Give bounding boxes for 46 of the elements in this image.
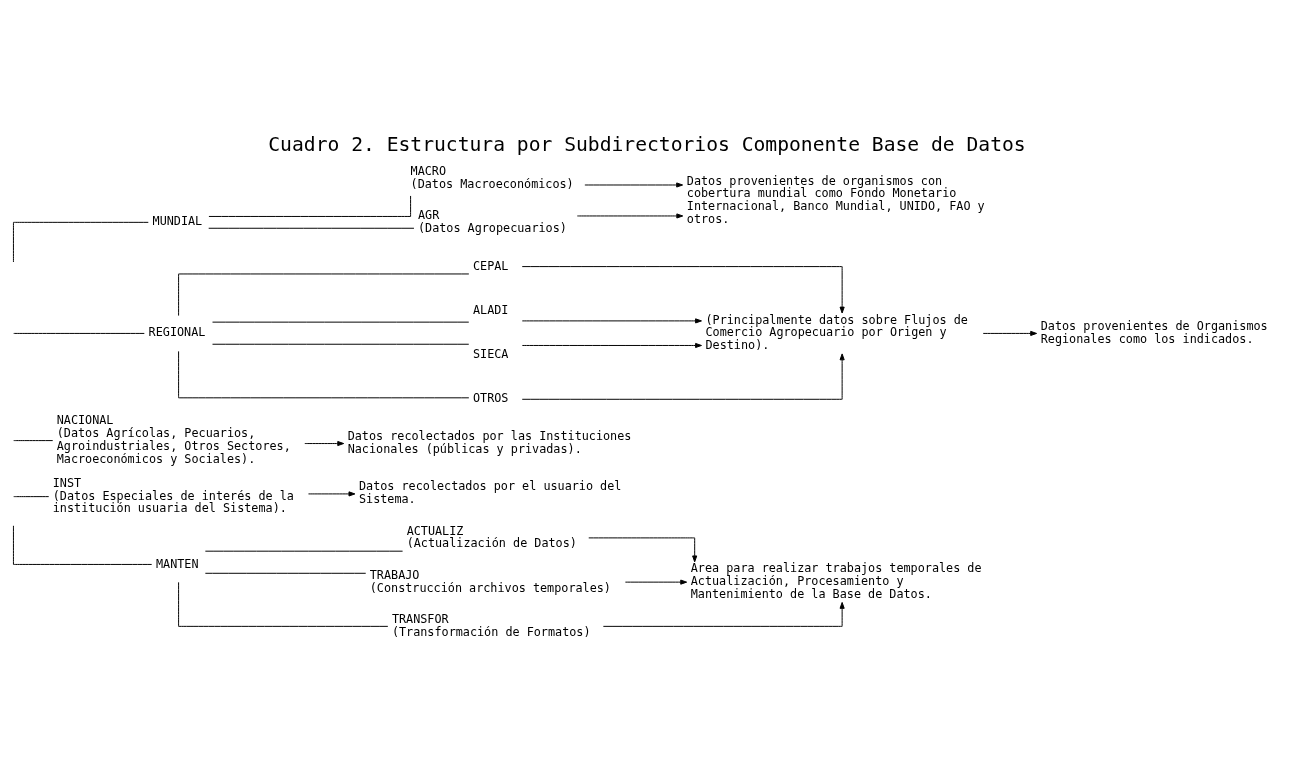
diagram-title: Cuadro 2. Estructura por Subdirectorios Componente Base de Datos: [268, 132, 1026, 156]
connector: [178, 581, 389, 627]
arrow: [588, 537, 698, 563]
arrow: [521, 342, 702, 349]
node-text: (Principalmente datos sobre Flujos de Comercio Agropecuario por Origen y Destino).: [705, 312, 968, 353]
arrow: [584, 182, 684, 188]
arrow: [624, 579, 688, 585]
arrow: [521, 318, 702, 324]
connector: [208, 195, 412, 217]
node-text: MANTEN: [155, 556, 199, 571]
node-text: ACTUALIZ (Actualización de Datos): [406, 523, 577, 551]
node-text: TRANSFOR (Transformación de Formatos): [391, 612, 591, 639]
connector: [178, 350, 470, 399]
node-text: Datos recolectados por el usuario del Sistema.: [358, 479, 622, 507]
node-text: SIECA: [473, 347, 509, 362]
arrow: [576, 213, 684, 219]
connector: [13, 496, 50, 498]
node-text: ALADI: [473, 302, 509, 317]
connector: [13, 332, 145, 334]
node-text: NACIONAL (Datos Agrícolas, Pecuarios, Agroindustriales, Otros Sectores, Macroeconómicos y Sociales).: [56, 413, 291, 466]
arrow: [304, 441, 345, 447]
arrow: [602, 601, 845, 627]
node-text: TRABAJO (Construcción archivos temporales): [369, 567, 611, 595]
arrow: [521, 266, 845, 314]
node-text: Area para realizar trabajos temporales de Actualización, Procesamiento y Mantenimiento de la Base de Datos.: [690, 561, 982, 601]
node-text: INST (Datos Especiales de interés de la institución usuaria del Sistema).: [52, 475, 294, 516]
connector: [12, 525, 153, 565]
node-text: Datos provenientes de Organismos Regionales como los indicados.: [1040, 319, 1268, 346]
connector: [208, 227, 415, 229]
connector: [212, 343, 470, 345]
node-text: MACRO (Datos Macroeconómicos): [410, 163, 574, 191]
connector: [204, 550, 404, 552]
node-text: REGIONAL: [148, 325, 206, 340]
arrow: [307, 491, 356, 497]
node-text: OTROS: [473, 391, 509, 406]
connector: [178, 273, 470, 317]
node-text: Datos recolectados por las Instituciones Nacionales (públicas y privadas).: [347, 429, 632, 456]
connector: [13, 440, 54, 442]
node-text: AGR (Datos Agropecuarios): [417, 208, 567, 235]
node-text: CEPAL: [473, 258, 509, 273]
node-text: MUNDIAL: [152, 214, 203, 229]
arrow: [521, 353, 845, 400]
connector: [12, 221, 149, 263]
node-text: Datos provenientes de organismos con cobertura mundial como Fondo Monetario Internacional, Banco Mundial, UNIDO, FAO y otros.: [686, 173, 985, 226]
arrow: [982, 330, 1038, 336]
connector: [204, 572, 367, 574]
